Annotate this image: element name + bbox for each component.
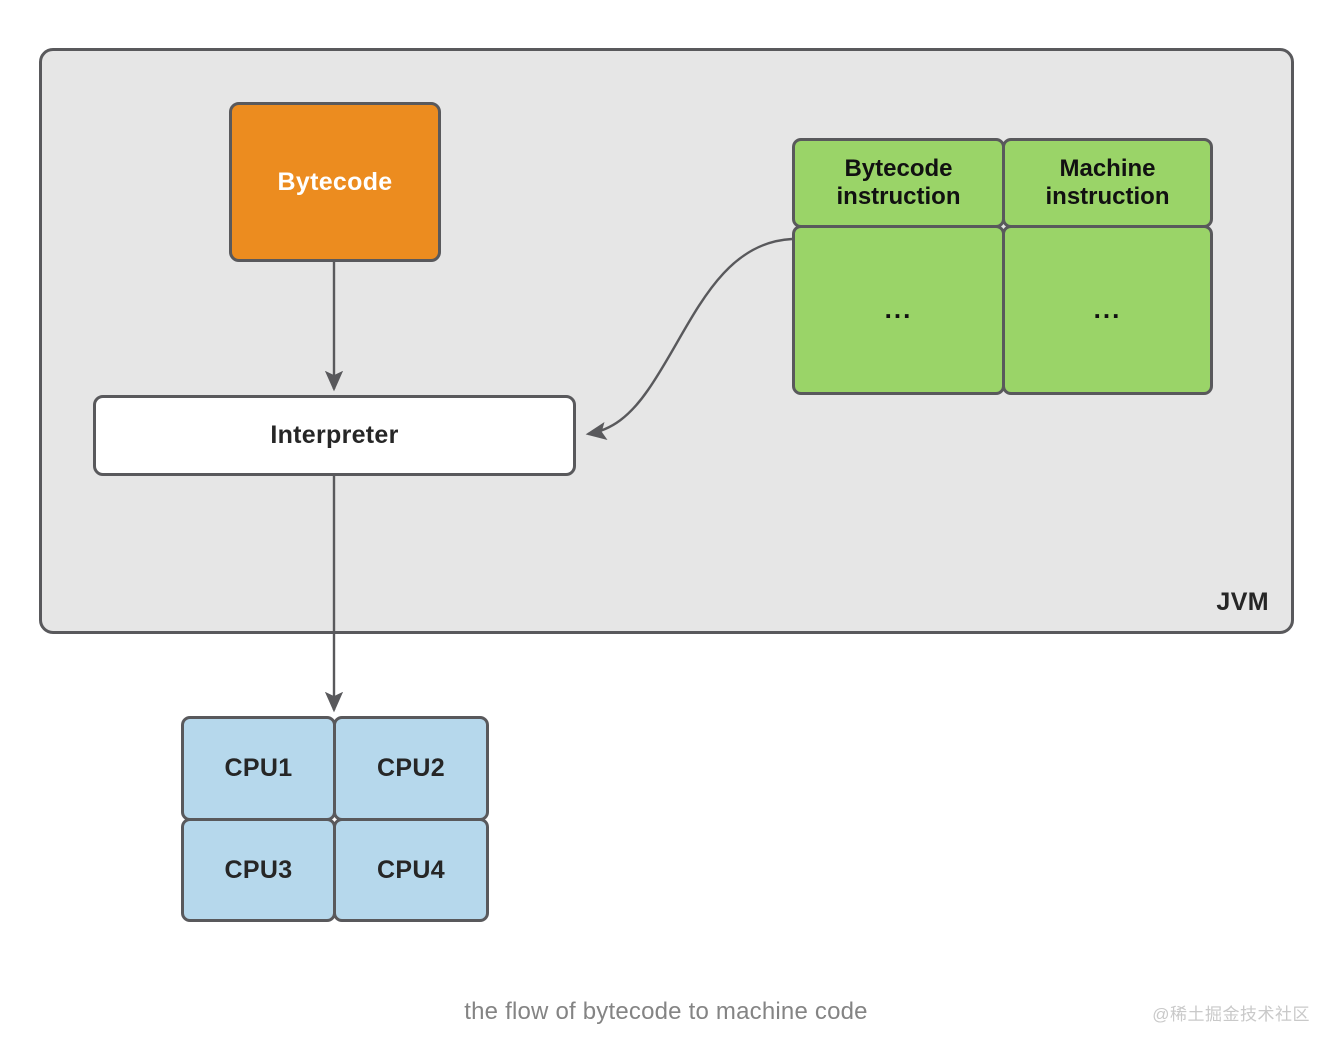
table-cell-text: Bytecode instruction xyxy=(837,155,961,210)
interpreter-node-label: Interpreter xyxy=(270,421,399,449)
instruction-mapping-table: Bytecode instruction Machine instruction… xyxy=(792,138,1213,395)
watermark-label: @稀土掘金技术社区 xyxy=(1152,1005,1310,1024)
table-cell-machine-instruction-values[interactable]: ... xyxy=(1002,225,1213,395)
table-cell-text: Machine instruction xyxy=(1046,155,1170,210)
table-cell-ellipsis: ... xyxy=(884,294,913,325)
cpu-cell-4[interactable]: CPU4 xyxy=(333,818,489,922)
figure-caption: the flow of bytecode to machine code xyxy=(464,998,868,1025)
cpu-cell-3[interactable]: CPU3 xyxy=(181,818,336,922)
cpu-cell-1[interactable]: CPU1 xyxy=(181,716,336,821)
jvm-label: JVM xyxy=(1216,588,1269,616)
table-cell-ellipsis: ... xyxy=(1093,294,1122,325)
table-cell-line1: Bytecode xyxy=(844,155,953,183)
cpu-cell-label: CPU4 xyxy=(377,855,445,884)
interpreter-node[interactable]: Interpreter xyxy=(93,395,576,476)
cpu-cell-label: CPU3 xyxy=(224,855,293,884)
cpu-cell-2[interactable]: CPU2 xyxy=(333,716,489,821)
table-cell-bytecode-instruction-values[interactable]: ... xyxy=(792,225,1005,395)
cpu-grid: CPU1 CPU2 CPU3 CPU4 xyxy=(181,716,489,922)
table-cell-bytecode-instruction-header[interactable]: Bytecode instruction xyxy=(792,138,1005,228)
bytecode-node-label: Bytecode xyxy=(277,167,393,196)
table-cell-line1: Machine xyxy=(1059,155,1156,183)
cpu-cell-label: CPU1 xyxy=(224,754,293,782)
table-cell-line2: instruction xyxy=(836,183,961,210)
bytecode-node[interactable]: Bytecode xyxy=(229,102,441,262)
table-cell-line2: instruction xyxy=(1045,183,1170,210)
table-cell-machine-instruction-header[interactable]: Machine instruction xyxy=(1002,138,1213,228)
cpu-cell-label: CPU2 xyxy=(377,754,445,782)
